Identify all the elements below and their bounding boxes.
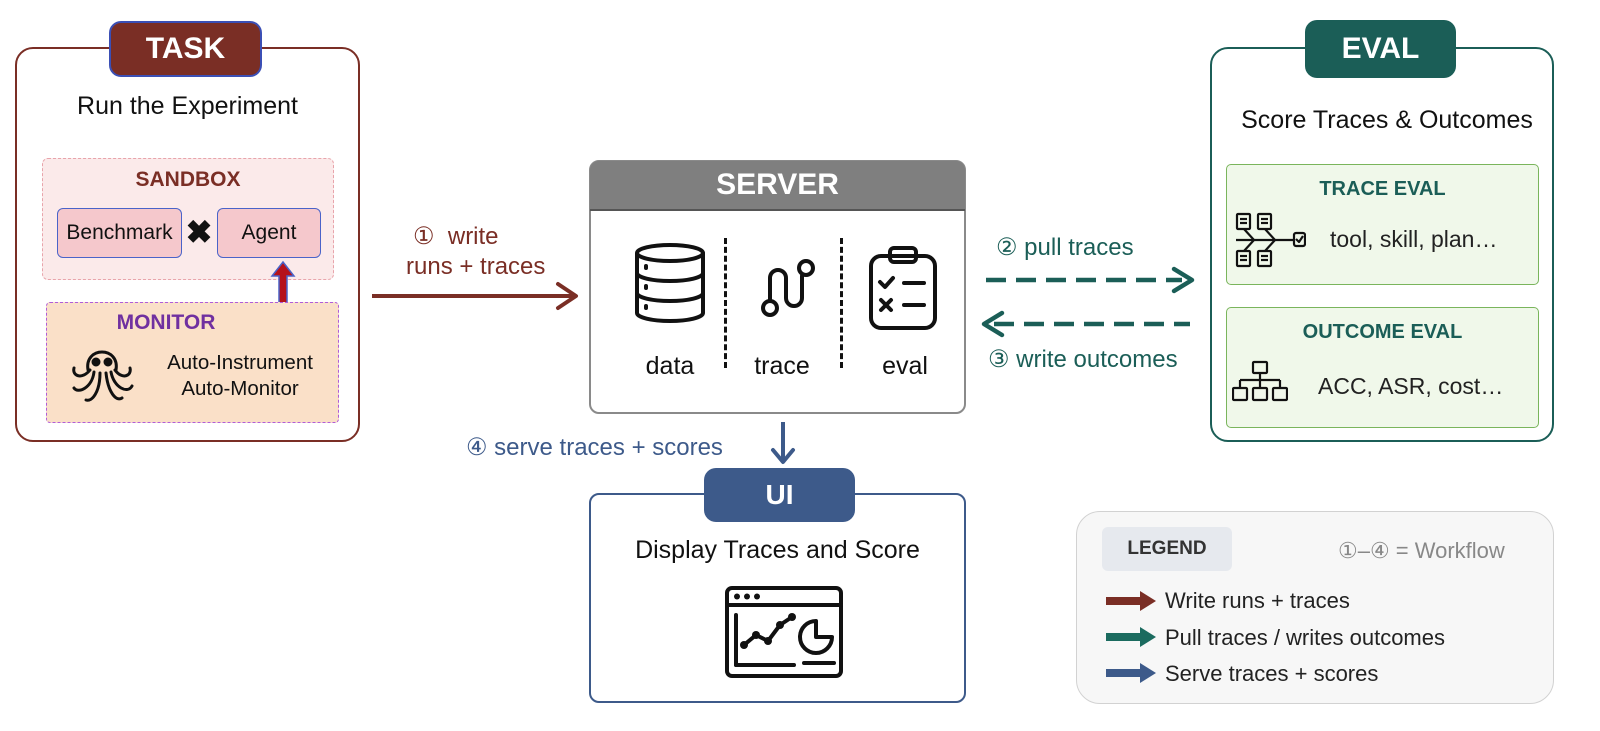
dashboard-icon [725,586,843,678]
eval-subtitle: Score Traces & Outcomes [1241,106,1533,134]
task-tag: TASK [109,21,262,77]
hierarchy-icon [1232,360,1288,402]
outcome-eval-title: OUTCOME EVAL [1302,321,1463,343]
outcome-eval-metrics: ACC, ASR, cost… [1318,373,1504,399]
pull-traces-arrow-icon [986,266,1195,294]
database-icon [635,243,705,323]
monitor-to-agent-arrow-icon [270,260,296,305]
trace-eval-box [1226,164,1539,285]
auto-monitor-label: Auto-Monitor [181,377,299,400]
ui-tag: UI [704,468,855,522]
legend-title: LEGEND [1102,527,1232,571]
trace-eval-title: TRACE EVAL [1319,178,1446,200]
server-title: SERVER [590,161,965,211]
write-flow-number: ① [413,223,435,250]
write-flow-label-line2: runs + traces [406,253,546,280]
write-flow-label: ① write [413,222,499,251]
fishbone-icon [1235,212,1306,268]
legend-item-serve: Serve traces + scores [1165,661,1379,686]
times-icon: ✖ [185,214,213,250]
trace-eval-metrics: tool, skill, plan… [1330,226,1498,252]
serve-traces-label: ④ serve traces + scores [466,434,723,461]
legend-workflow-note: ①–④ = Workflow [1338,538,1505,563]
legend-item-write: Write runs + traces [1165,588,1350,613]
octopus-icon [72,350,134,402]
ui-subtitle: Display Traces and Score [635,536,920,564]
pull-traces-label: ② pull traces [996,234,1134,261]
sandbox-title: SANDBOX [135,168,241,191]
legend-teal-arrow-icon [1106,627,1156,647]
server-item-trace: trace [754,352,810,380]
write-outcomes-label: ③ write outcomes [988,346,1178,373]
server-divider [840,238,843,368]
legend-red-arrow-icon [1106,591,1156,611]
server-divider [724,238,727,368]
write-outcomes-arrow-icon [981,310,1190,338]
benchmark-chip: Benchmark [57,208,182,258]
clipboard-checklist-icon [869,246,937,330]
task-subtitle: Run the Experiment [77,92,298,120]
write-flow-label-line1: write [447,223,499,250]
serve-arrow-icon [771,422,795,464]
eval-tag: EVAL [1305,20,1456,78]
server-item-data: data [645,352,695,380]
outcome-eval-box [1226,307,1539,428]
monitor-features: Auto-Instrument Auto-Monitor [155,350,325,402]
server-item-eval: eval [882,352,928,380]
agent-chip: Agent [217,208,321,258]
trace-path-icon [761,259,815,317]
monitor-title: MONITOR [116,311,216,334]
legend-item-pull: Pull traces / writes outcomes [1165,625,1445,650]
write-arrow-icon [372,282,578,310]
legend-blue-arrow-icon [1106,663,1156,683]
auto-instrument-label: Auto-Instrument [167,351,313,374]
